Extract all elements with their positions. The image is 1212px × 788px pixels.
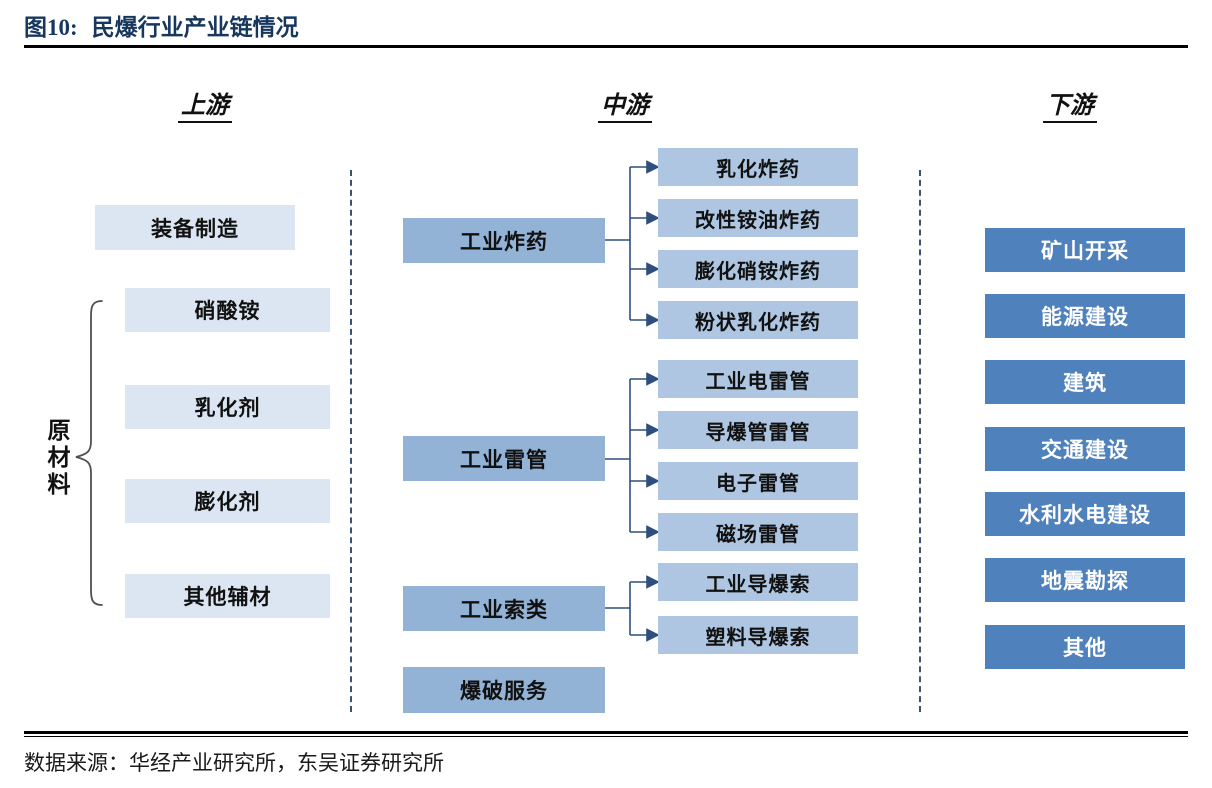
child-box-industrial-detonating-cord: 工业导爆索: [658, 563, 858, 601]
child-box-electric-detonator: 工业电雷管: [658, 360, 858, 398]
downstream-box-mining: 矿山开采: [985, 228, 1185, 272]
divider-upstream-midstream: [350, 170, 352, 712]
upstream-box-expanding-agent: 膨化剂: [125, 479, 330, 523]
header-midstream: 中游: [598, 85, 652, 123]
child-box-powder-emulsion-explosive: 粉状乳化炸药: [658, 301, 858, 339]
child-box-nonel-detonator: 导爆管雷管: [658, 411, 858, 449]
midstream-box-blasting-services: 爆破服务: [403, 667, 605, 713]
child-box-electronic-detonator: 电子雷管: [658, 462, 858, 500]
upstream-box-emulsifier: 乳化剂: [125, 385, 330, 429]
downstream-box-hydropower-construction: 水利水电建设: [985, 492, 1185, 536]
raw-materials-label: 原材料: [47, 418, 71, 497]
connector-group-cords: [605, 575, 660, 642]
child-box-expanded-an-explosive: 膨化硝铵炸药: [658, 250, 858, 288]
header-upstream: 上游: [178, 85, 232, 123]
child-box-modified-anfo: 改性铵油炸药: [658, 199, 858, 237]
divider-midstream-downstream: [919, 170, 921, 712]
figure-title: 图10: 民爆行业产业链情况: [24, 8, 299, 42]
child-box-magnetic-detonator: 磁场雷管: [658, 513, 858, 551]
midstream-box-industrial-explosives: 工业炸药: [403, 218, 605, 263]
connector-group-detonators: [605, 372, 660, 539]
figure-title-text: 民爆行业产业链情况: [91, 15, 299, 40]
downstream-box-building: 建筑: [985, 360, 1185, 404]
figure-number: 图10:: [24, 15, 78, 40]
downstream-box-seismic-exploration: 地震勘探: [985, 558, 1185, 602]
header-downstream: 下游: [1043, 85, 1097, 123]
child-box-emulsion-explosive: 乳化炸药: [658, 148, 858, 186]
downstream-box-transport-construction: 交通建设: [985, 427, 1185, 471]
midstream-box-industrial-cords: 工业索类: [403, 586, 605, 631]
downstream-box-other: 其他: [985, 625, 1185, 669]
upstream-box-ammonium-nitrate: 硝酸铵: [125, 288, 330, 332]
upstream-box-other-materials: 其他辅材: [125, 574, 330, 618]
data-source: 数据来源：华经产业研究所，东吴证券研究所: [24, 751, 444, 775]
child-box-plastic-detonating-cord: 塑料导爆索: [658, 616, 858, 654]
top-rule: [24, 45, 1188, 48]
downstream-box-energy-construction: 能源建设: [985, 294, 1185, 338]
bottom-rule: [24, 731, 1188, 737]
upstream-box-equipment: 装备制造: [95, 205, 295, 250]
connector-group-explosives: [605, 160, 660, 327]
raw-materials-brace: [75, 300, 103, 606]
midstream-box-industrial-detonators: 工业雷管: [403, 436, 605, 481]
